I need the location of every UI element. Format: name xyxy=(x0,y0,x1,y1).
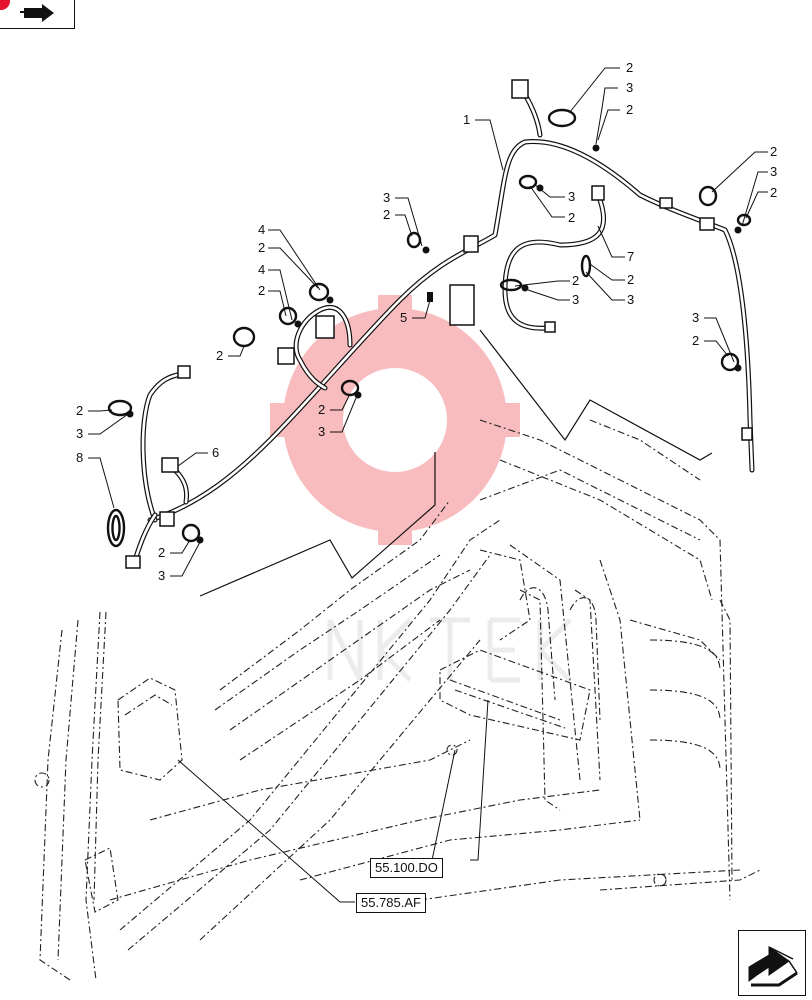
callout-label: 2 xyxy=(770,144,777,159)
callout-label: 2 xyxy=(572,273,579,288)
callout-label: 7 xyxy=(627,249,634,264)
callout-label: 8 xyxy=(76,450,83,465)
view-boundary-line xyxy=(199,452,436,597)
callout-labels: 2 3 2 1 2 3 2 3 2 3 2 7 2 3 2 3 4 2 4 2 … xyxy=(76,60,777,583)
callout-label: 2 xyxy=(626,60,633,75)
reference-ecu-link[interactable]: 55.100.DO xyxy=(370,858,443,878)
corner-marker xyxy=(0,0,10,10)
callout-label: 2 xyxy=(627,272,634,287)
callout-label: 2 xyxy=(158,545,165,560)
callout-label: 3 xyxy=(76,426,83,441)
callout-label: 3 xyxy=(318,424,325,439)
callout-label: 4 xyxy=(258,222,265,237)
callout-label: 2 xyxy=(692,333,699,348)
previous-page-arrow-icon xyxy=(748,946,798,987)
callout-label: 6 xyxy=(212,445,219,460)
callout-label: 3 xyxy=(770,164,777,179)
wiring-harness xyxy=(125,79,755,569)
callout-label: 3 xyxy=(568,189,575,204)
callout-label: 2 xyxy=(258,283,265,298)
callout-label: 2 xyxy=(383,207,390,222)
cab-structure xyxy=(34,419,761,981)
callout-label: 3 xyxy=(158,568,165,583)
callout-label: 2 xyxy=(216,348,223,363)
reference-lamp-link[interactable]: 55.785.AF xyxy=(356,893,426,913)
callout-label: 2 xyxy=(770,185,777,200)
callout-label: 2 xyxy=(626,102,633,117)
view-boundary-line xyxy=(479,329,713,461)
callout-label: 2 xyxy=(76,403,83,418)
previous-page-button[interactable] xyxy=(738,930,806,996)
callout-label: 3 xyxy=(692,310,699,325)
callout-label: 3 xyxy=(572,292,579,307)
next-page-button[interactable] xyxy=(0,0,75,29)
grommets xyxy=(106,108,752,548)
callout-label: 3 xyxy=(383,190,390,205)
callout-label: 1 xyxy=(463,112,470,127)
callout-label: 2 xyxy=(568,210,575,225)
callout-label: 2 xyxy=(258,240,265,255)
callout-label: 3 xyxy=(626,80,633,95)
callout-label: 2 xyxy=(318,402,325,417)
callout-label: 4 xyxy=(258,262,265,277)
callout-label: 5 xyxy=(400,310,407,325)
next-page-arrow-icon xyxy=(20,4,54,22)
watermark-logo xyxy=(270,295,572,683)
callout-label: 3 xyxy=(627,292,634,307)
